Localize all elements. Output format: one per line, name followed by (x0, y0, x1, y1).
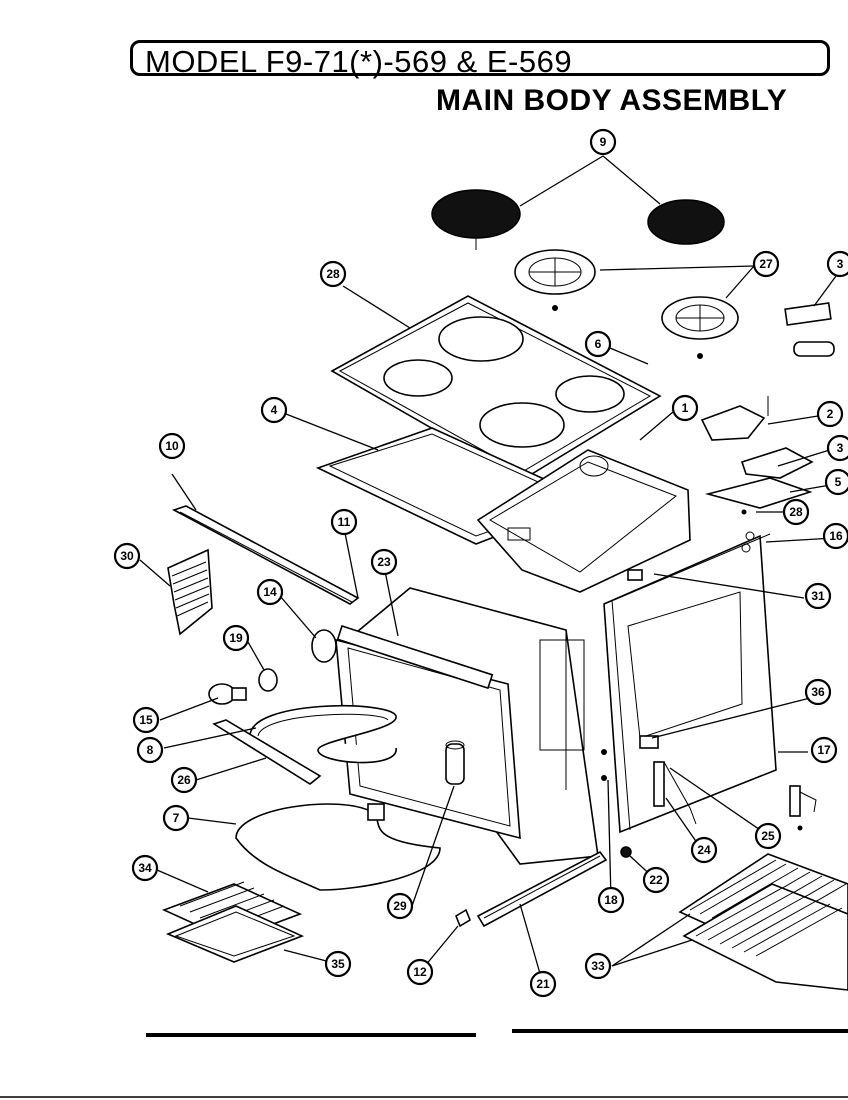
callout-21: 21 (529, 970, 557, 998)
callout-34: 34 (131, 854, 159, 882)
callout-27: 27 (752, 250, 780, 278)
callout-label: 11 (338, 515, 351, 529)
broil-element (249, 705, 397, 764)
callout-label: 5 (835, 475, 842, 489)
callout-14: 14 (256, 578, 284, 606)
callout-18: 18 (597, 886, 625, 914)
callout-label: 14 (263, 585, 277, 599)
callout-label: 24 (697, 843, 711, 857)
callout-label: 10 (165, 439, 179, 453)
callout-33: 33 (584, 952, 612, 980)
callout-label: 1 (682, 401, 689, 415)
callout-label: 3 (837, 441, 844, 455)
callout-label: 33 (591, 959, 605, 973)
callout-29: 29 (386, 892, 414, 920)
clip (455, 908, 471, 928)
callout-label: 4 (271, 403, 278, 417)
thermostat-parts (208, 629, 337, 705)
callout-label: 36 (811, 685, 825, 699)
callout-label: 2 (827, 407, 834, 421)
callout-9: 9 (589, 128, 617, 156)
bottom-trim (476, 850, 608, 928)
surface-element-right (647, 199, 725, 245)
callout-label: 26 (177, 773, 191, 787)
callout-label: 8 (147, 743, 154, 757)
callout-label: 3 (837, 257, 844, 271)
burner-box (476, 449, 691, 593)
callout-label: 29 (393, 899, 407, 913)
callout-label: 35 (331, 957, 345, 971)
callout-label: 28 (326, 267, 340, 281)
element-pan-right (661, 296, 739, 359)
callout-17: 17 (810, 736, 838, 764)
callout-15: 15 (132, 706, 160, 734)
vent-grille (167, 548, 213, 636)
callout-26: 26 (170, 766, 198, 794)
callout-3-top: 3 (826, 250, 848, 278)
callout-label: 9 (600, 135, 607, 149)
callout-label: 31 (811, 589, 825, 603)
oven-light (445, 740, 465, 785)
callout-label: 21 (536, 977, 550, 991)
callout-2: 2 (816, 400, 844, 428)
callout-5: 5 (824, 468, 848, 496)
oven-racks (678, 853, 848, 991)
callout-30: 30 (113, 542, 141, 570)
callout-label: 16 (829, 529, 843, 543)
callout-28-top: 28 (319, 260, 347, 288)
hinge-part (789, 785, 817, 831)
callout-24: 24 (690, 836, 718, 864)
model-title: MODEL F9-71(*)-569 & E-569 (145, 44, 573, 79)
callout-35: 35 (324, 950, 352, 978)
callout-25: 25 (754, 822, 782, 850)
callout-6: 6 (584, 330, 612, 358)
callout-28-right: 28 (782, 498, 810, 526)
callout-36: 36 (804, 678, 832, 706)
callout-label: 22 (649, 873, 663, 887)
callout-23: 23 (370, 548, 398, 576)
callout-22: 22 (642, 866, 670, 894)
callout-label: 30 (120, 549, 134, 563)
element-pan-left (514, 249, 596, 311)
callout-label: 18 (604, 893, 618, 907)
callout-label: 23 (377, 555, 391, 569)
callout-12: 12 (406, 958, 434, 986)
callout-31: 31 (804, 582, 832, 610)
callout-label: 28 (789, 505, 803, 519)
front-frame (603, 531, 777, 834)
surface-element-left (431, 189, 521, 250)
section-title: MAIN BODY ASSEMBLY (436, 84, 788, 117)
callout-label: 12 (413, 965, 427, 979)
callout-label: 15 (139, 713, 153, 727)
callout-10: 10 (158, 432, 186, 460)
callout-label: 34 (138, 861, 152, 875)
callout-1: 1 (671, 394, 699, 422)
model-title-box: MODEL F9-71(*)-569 & E-569 (130, 40, 830, 79)
bracket-parts (700, 302, 835, 515)
callout-4: 4 (260, 396, 288, 424)
broiler-trim (212, 719, 322, 785)
bake-element (235, 803, 441, 891)
callout-7: 7 (162, 804, 190, 832)
callout-label: 25 (761, 829, 775, 843)
callout-19: 19 (222, 624, 250, 652)
callout-11: 11 (330, 508, 358, 536)
callout-label: 6 (595, 337, 602, 351)
callout-label: 7 (173, 811, 180, 825)
callout-16: 16 (822, 522, 848, 550)
callout-8: 8 (136, 736, 164, 764)
callout-3-mid: 3 (826, 434, 848, 462)
callout-label: 19 (229, 631, 243, 645)
callout-label: 27 (759, 257, 773, 271)
switch-parts (601, 569, 697, 858)
broil-pan (161, 881, 305, 963)
callout-label: 17 (817, 743, 831, 757)
oven-cavity (335, 587, 599, 865)
